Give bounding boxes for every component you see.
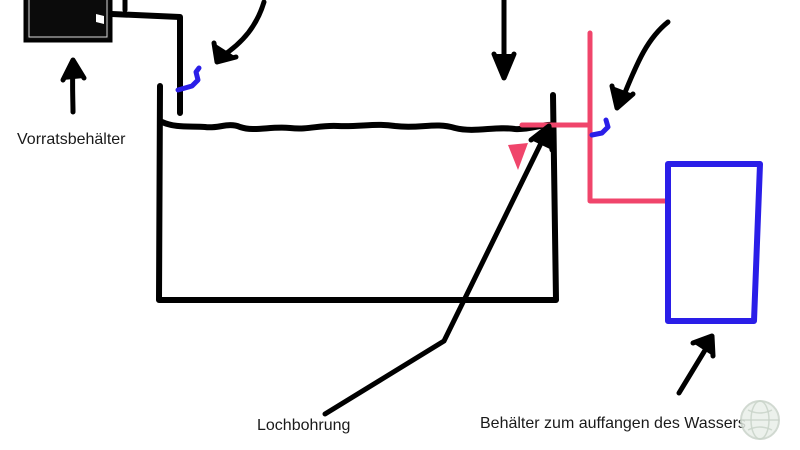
- arrow-supply-drip: [211, 0, 267, 65]
- catch-container: [665, 161, 763, 324]
- pointer-arrows: [60, 0, 716, 417]
- main-tank: [156, 83, 559, 303]
- overflow-drip-marker: [589, 117, 611, 138]
- hole-label: Lochbohrung: [257, 417, 351, 434]
- supply-container-label: Vorratsbehälter: [17, 131, 126, 148]
- catch-container-label: Behälter zum auffangen des Wassers: [480, 415, 746, 432]
- arrow-catch-container: [676, 333, 716, 396]
- arrow-supply-container: [60, 57, 87, 115]
- water-surface: [159, 119, 555, 133]
- overflow-inlet-marker: [508, 143, 528, 170]
- supply-pipe: [109, 11, 183, 116]
- arrow-water-surface: [491, 0, 517, 81]
- arrow-hole: [322, 123, 555, 417]
- supply-container: [23, 0, 113, 43]
- supply-drip-marker: [175, 65, 202, 93]
- overflow-pipe-down: [587, 122, 670, 204]
- arrow-overflow-drip: [609, 19, 671, 111]
- globe-logo-icon: [740, 400, 780, 440]
